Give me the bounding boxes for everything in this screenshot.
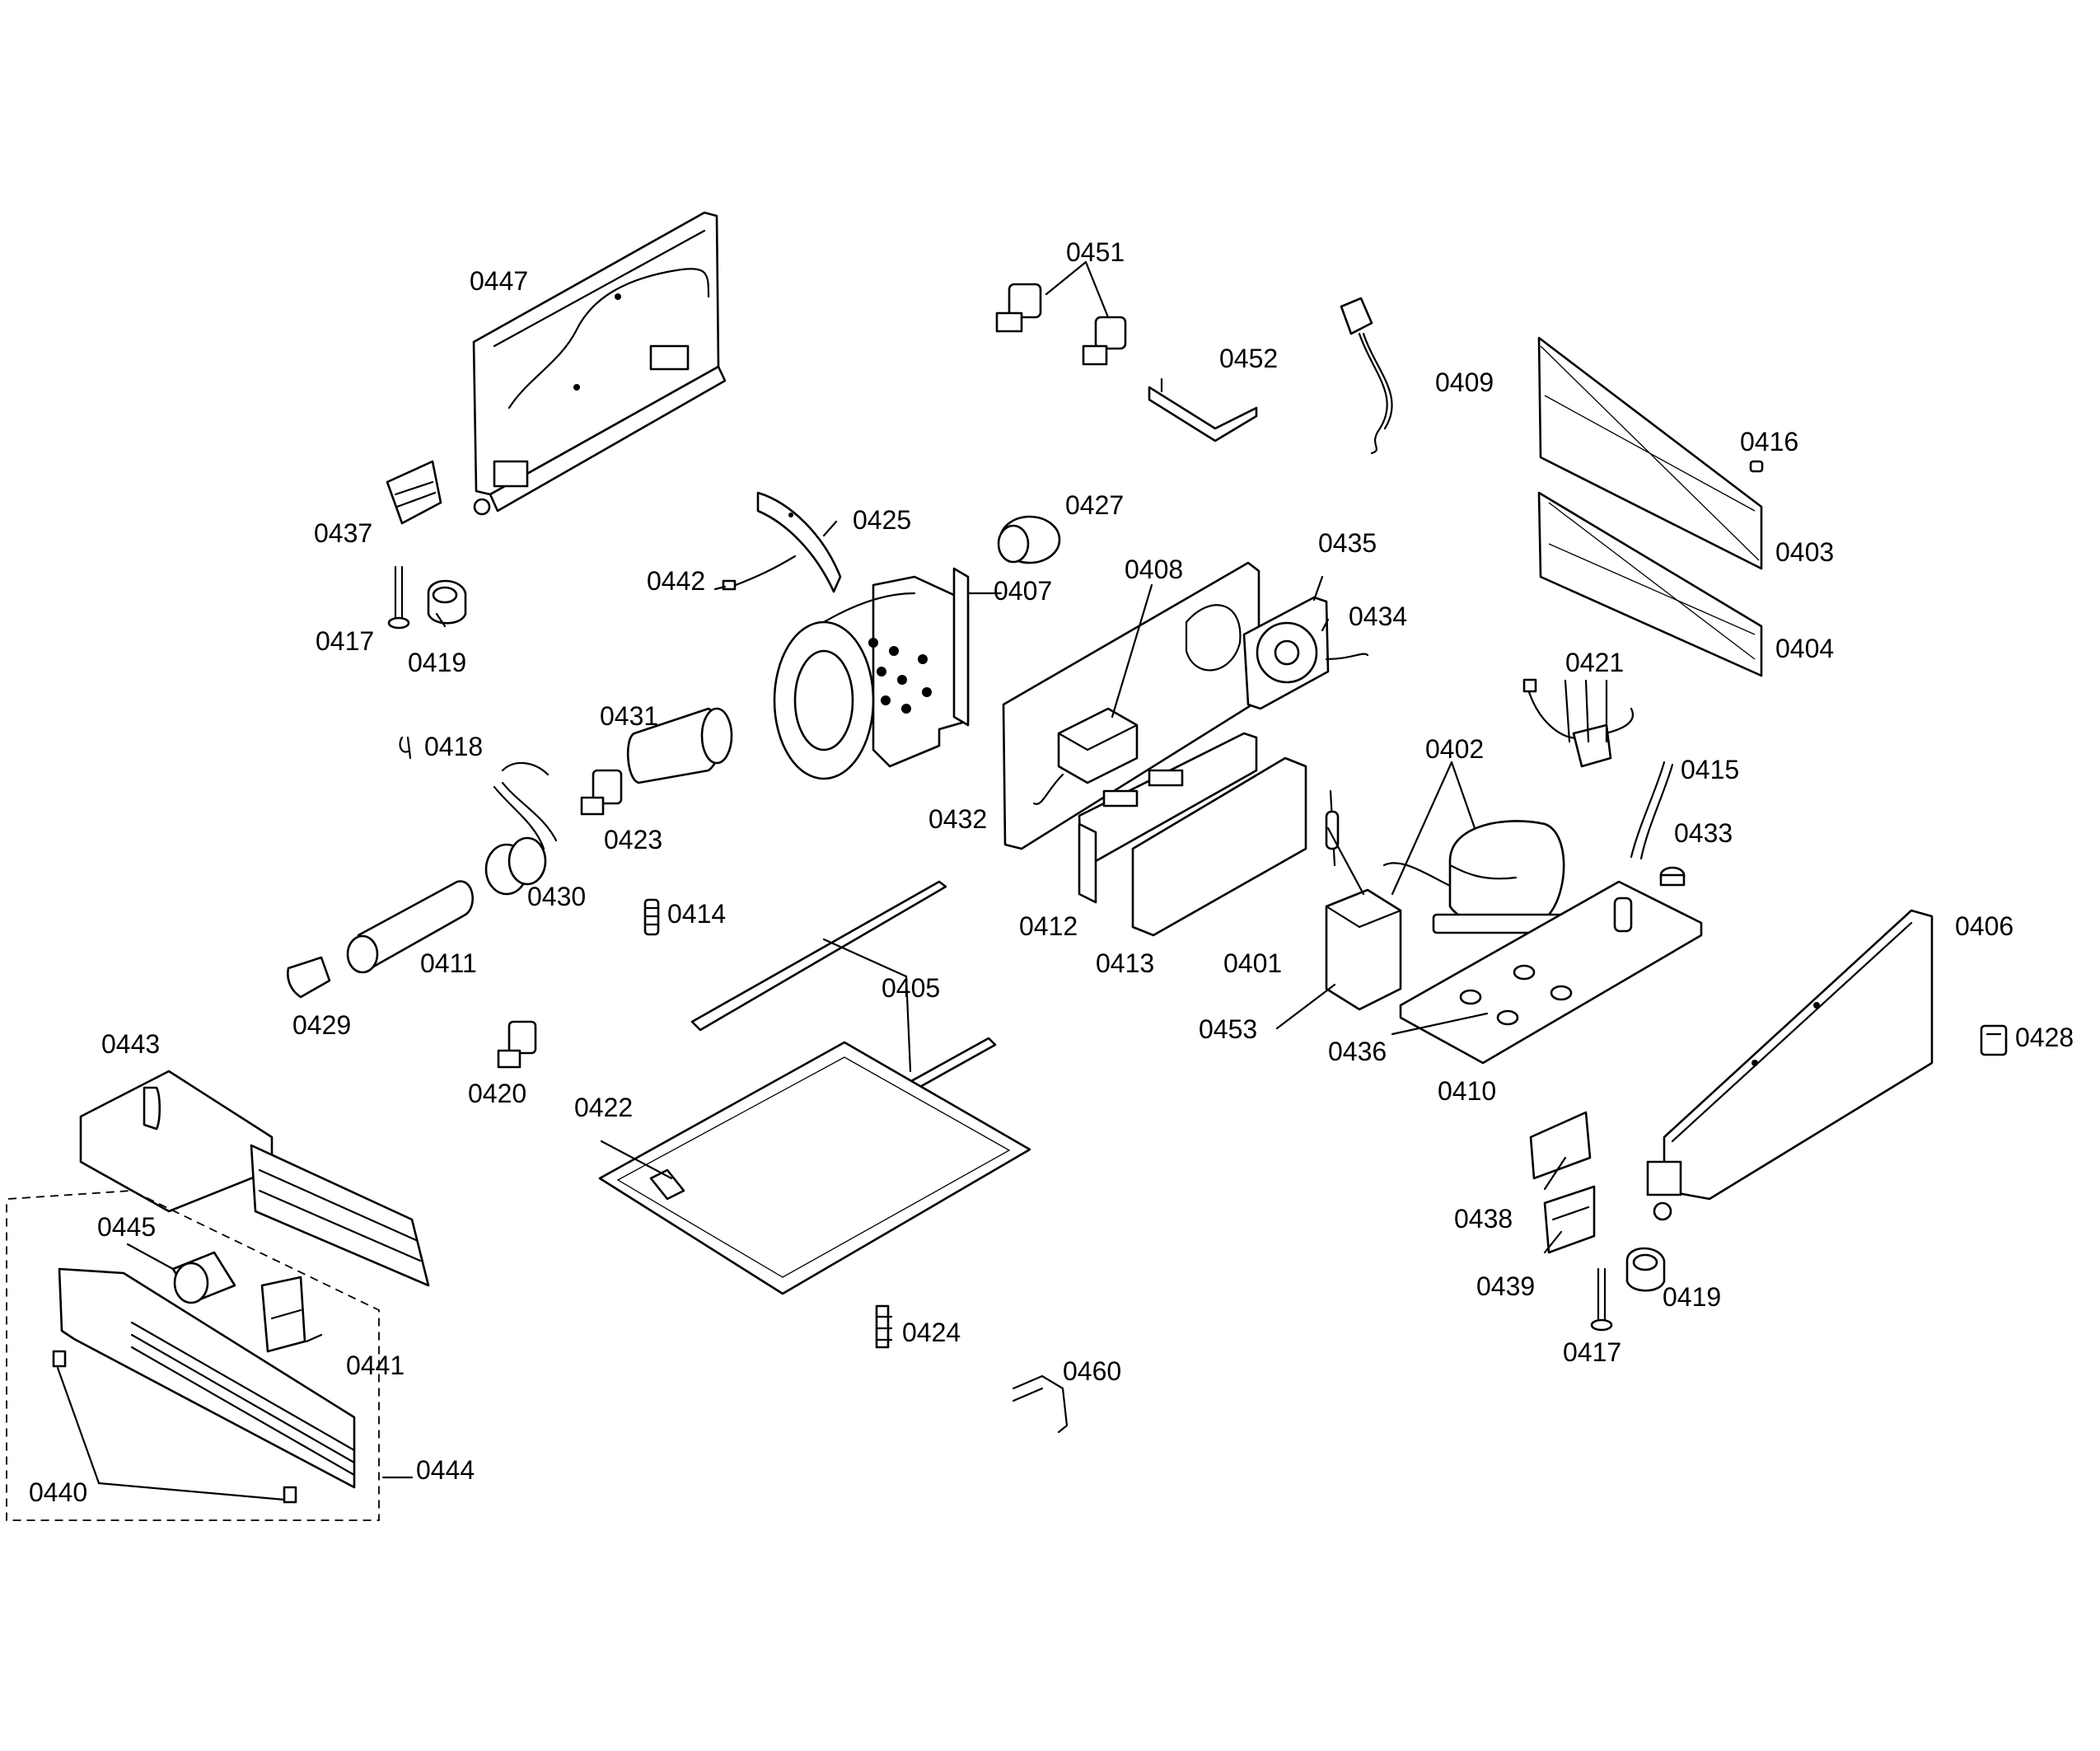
- fan-housing-0407-shape: [773, 567, 970, 780]
- spring-0414-shape: [643, 898, 660, 936]
- label-0429: 0429: [292, 1010, 351, 1040]
- label-0442: 0442: [647, 566, 705, 596]
- label-0420: 0420: [468, 1079, 526, 1108]
- bracket-0460-shape: [1012, 1374, 1069, 1434]
- label-0410: 0410: [1438, 1076, 1496, 1106]
- label-0453: 0453: [1199, 1014, 1257, 1044]
- label-0421: 0421: [1565, 648, 1624, 677]
- filter-0411-shape: [346, 880, 474, 974]
- compressor-0402-shape: [1382, 820, 1567, 934]
- panels-0403-0404-shape: [1537, 336, 1764, 677]
- screw-0417a-shape: [387, 565, 410, 630]
- label-0402: 0402: [1425, 734, 1484, 764]
- label-0406: 0406: [1955, 911, 2013, 941]
- callout-labels: 0447 0451 0452 0409 0416 0403 0404 0437 …: [29, 237, 2074, 1507]
- label-0417a: 0417: [316, 626, 374, 656]
- label-0431: 0431: [600, 701, 658, 731]
- screw-0417b-shape: [1590, 1267, 1613, 1332]
- foot-0419b-shape: [1625, 1247, 1666, 1292]
- label-0415: 0415: [1681, 755, 1739, 784]
- label-0444: 0444: [416, 1455, 475, 1485]
- label-0451: 0451: [1066, 237, 1125, 267]
- label-0428: 0428: [2015, 1023, 2074, 1052]
- bracket-0441-shape: [260, 1276, 306, 1353]
- sensor-0442-shape: [722, 555, 797, 591]
- label-0435: 0435: [1318, 528, 1377, 558]
- bracket-0437-shape: [386, 460, 442, 525]
- leader-lines: [56, 260, 1608, 1501]
- label-0405: 0405: [882, 973, 940, 1003]
- grille-assembly-box: [6, 1190, 380, 1521]
- capacitor-0431-shape: [626, 707, 733, 784]
- label-0416: 0416: [1740, 427, 1798, 456]
- label-0438: 0438: [1454, 1204, 1513, 1234]
- motor-0427-shape: [997, 515, 1061, 564]
- label-0436: 0436: [1328, 1037, 1387, 1066]
- label-0430: 0430: [527, 882, 586, 911]
- label-0411: 0411: [420, 948, 477, 978]
- plate-0438-shape: [1529, 1111, 1592, 1180]
- grommet-0433-shape: [1659, 866, 1686, 887]
- electronics-panel-0432-shape: [1002, 561, 1260, 850]
- label-0427: 0427: [1065, 490, 1124, 520]
- label-0401: 0401: [1223, 948, 1282, 978]
- wiring-0421-shape: [1522, 678, 1634, 768]
- label-0419b: 0419: [1663, 1282, 1721, 1312]
- shroud-0425-shape: [756, 491, 842, 593]
- label-0441: 0441: [346, 1351, 405, 1380]
- tube-0415-shape: [1630, 761, 1674, 860]
- power-cord-0409-shape: [1340, 297, 1393, 455]
- motor-0430-shape: [484, 761, 558, 896]
- label-0447: 0447: [470, 266, 528, 296]
- cooling-fan-0434-shape: [1242, 596, 1369, 710]
- label-0439: 0439: [1476, 1271, 1535, 1301]
- tray-0422-shape: [598, 1041, 1031, 1295]
- label-0433: 0433: [1674, 818, 1733, 848]
- label-0409: 0409: [1435, 368, 1494, 397]
- label-0414: 0414: [667, 899, 726, 929]
- label-0443: 0443: [101, 1029, 160, 1059]
- label-0418: 0418: [424, 732, 483, 761]
- label-0434: 0434: [1349, 602, 1407, 631]
- side-panel-0406-shape: [1646, 909, 1934, 1221]
- label-0452: 0452: [1219, 344, 1278, 373]
- bracket-0452-shape: [1148, 377, 1258, 442]
- label-0403: 0403: [1775, 537, 1834, 567]
- foot-0419a-shape: [427, 579, 467, 625]
- label-0419a: 0419: [408, 648, 466, 677]
- label-0408: 0408: [1125, 555, 1183, 584]
- label-0412: 0412: [1019, 911, 1078, 941]
- label-0404: 0404: [1775, 634, 1834, 663]
- label-0460: 0460: [1063, 1356, 1121, 1386]
- duct-0445-shape: [171, 1251, 236, 1304]
- water-valves-0451-shape: [995, 283, 1127, 366]
- base-plate-0410-shape: [1399, 880, 1703, 1065]
- valve-0423-shape: [580, 769, 623, 816]
- label-0413: 0413: [1096, 948, 1154, 978]
- label-0424: 0424: [902, 1318, 961, 1347]
- label-0417b: 0417: [1563, 1337, 1621, 1367]
- duct-0443-shape: [79, 1070, 430, 1287]
- label-0445: 0445: [97, 1212, 156, 1242]
- label-0407: 0407: [994, 576, 1052, 606]
- clip-0418-shape: [399, 736, 412, 760]
- cover-0413-shape: [1131, 756, 1307, 937]
- valve-0420-shape: [497, 1020, 537, 1069]
- label-0423: 0423: [604, 825, 662, 854]
- label-0432: 0432: [928, 804, 987, 834]
- grille-0444-shape: [58, 1267, 356, 1489]
- label-0425: 0425: [853, 505, 911, 535]
- relay-box-0453-shape: [1325, 888, 1402, 1011]
- rear-panel-0447-shape: [472, 211, 727, 516]
- clip-0428-shape: [1980, 1024, 2008, 1056]
- evaporator-0412-shape: [1078, 732, 1258, 904]
- cap-0429-shape: [287, 956, 331, 999]
- clip-0424-shape: [875, 1304, 893, 1349]
- tabs-0440-shape: [52, 1350, 297, 1504]
- label-0437: 0437: [314, 518, 372, 548]
- label-0440: 0440: [29, 1477, 87, 1507]
- label-0422: 0422: [574, 1093, 633, 1122]
